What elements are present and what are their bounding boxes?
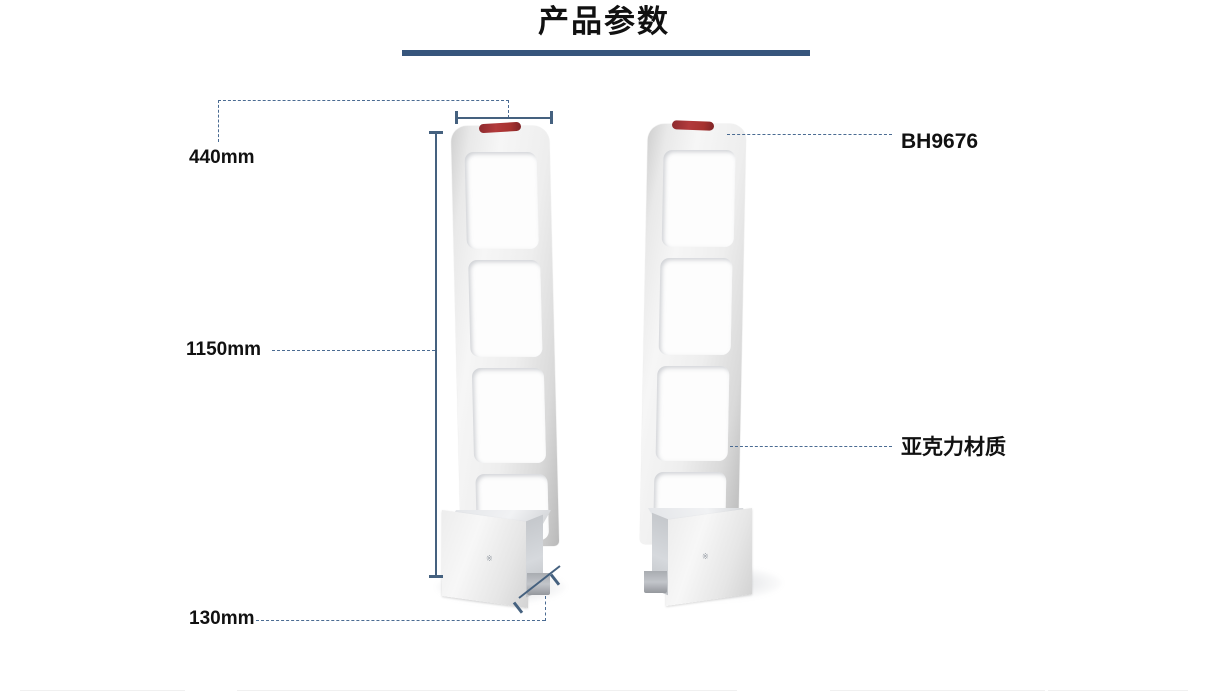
callout-label-material: 亚克力材质 (901, 436, 1006, 459)
dim-1150-tick-bottom (429, 575, 443, 578)
pedestal-left-window (468, 260, 543, 357)
footer-divider (20, 690, 185, 691)
pedestal-left-window (464, 152, 539, 249)
callout-model-leader (727, 134, 892, 135)
dim-1150-tick-top (429, 131, 443, 134)
dim-label-depth: 130mm (189, 608, 255, 629)
pedestal-right-window (655, 366, 730, 461)
dim-label-height: 1150mm (186, 339, 262, 360)
callout-label-model: BH9676 (901, 130, 979, 153)
dim-440-measure-line (455, 117, 551, 119)
dim-440-tick-left (455, 111, 458, 124)
footer-divider (830, 690, 1045, 691)
dim-1150-measure-line (435, 131, 437, 577)
manufacturer-mark-icon: ※ (702, 552, 709, 561)
footer-divider (1048, 690, 1188, 691)
dim-440-leader-vertical-left (218, 100, 219, 142)
page-title: 产品参数 (538, 4, 670, 39)
pedestal-left-frame (450, 126, 560, 546)
manufacturer-mark-icon: ※ (486, 554, 493, 563)
title-underline-rule (402, 50, 810, 56)
dim-440-leader-horizontal (218, 100, 509, 101)
pedestal-right-foot (644, 571, 667, 593)
pedestal-left-foot (527, 573, 550, 595)
pedestal-right-window (658, 258, 733, 355)
dim-1150-leader (272, 350, 435, 351)
dim-130-leader-vertical (545, 596, 546, 621)
pedestal-right-frame (639, 124, 747, 544)
pedestal-left: ※ (436, 118, 580, 609)
footer-divider (237, 690, 737, 691)
dim-130-leader-horizontal (256, 620, 545, 621)
pedestal-left-base-front (442, 509, 528, 609)
pedestal-right-led-strip (671, 120, 715, 131)
pedestal-right-base-front (666, 507, 752, 607)
pedestal-right-window (661, 150, 736, 247)
dim-440-leader-vertical-right (508, 100, 509, 118)
pedestal-left-window (471, 368, 547, 463)
dim-label-width: 440mm (189, 147, 255, 168)
pedestal-right: ※ (630, 116, 782, 607)
callout-material-leader (730, 446, 892, 447)
dim-440-tick-right (550, 111, 553, 124)
